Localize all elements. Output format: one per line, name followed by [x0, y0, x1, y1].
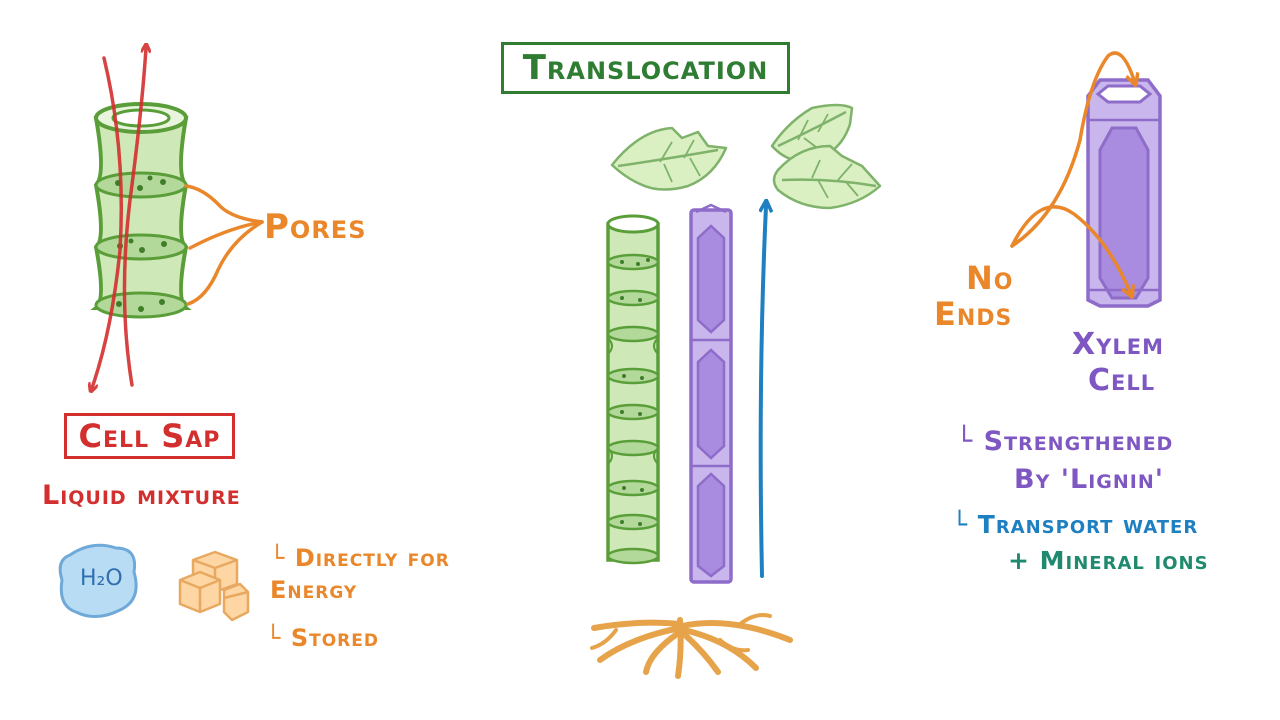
no-ends-pointer-arrows	[1010, 51, 1134, 292]
sugar-use-text: Stored	[290, 624, 379, 652]
sap-flow-arrows	[92, 48, 146, 388]
title-box: Translocation	[501, 42, 790, 94]
xylem-fact-text: Transport water	[977, 510, 1199, 539]
xylem-tube-icon	[1086, 78, 1162, 308]
water-droplet-icon	[58, 543, 138, 618]
xylem-cell-label-line2: Cell	[1088, 363, 1156, 398]
page-title: Translocation	[522, 48, 769, 88]
liquid-mixture-label: Liquid mixture	[42, 480, 241, 511]
xylem-fact-lignin: By 'Lignin'	[1014, 464, 1165, 495]
phloem-tube-icon	[606, 214, 660, 565]
cell-sap-label: Cell Sap	[78, 417, 221, 455]
sugar-cubes-icon	[178, 550, 250, 622]
xylem-tube-icon	[689, 203, 733, 584]
xylem-fact-text: Strengthened	[983, 426, 1174, 457]
sugar-use-energy-line1: └ Directly for	[270, 544, 450, 572]
xylem-fact-transport: └ Transport water	[952, 510, 1199, 539]
xylem-cell-label-line1: Xylem	[1072, 327, 1164, 362]
xylem-fact-minerals: + Mineral ions	[1008, 546, 1209, 575]
water-label: H₂O	[80, 566, 123, 591]
pores-pointer-lines	[184, 184, 264, 306]
leaf-icon	[770, 103, 882, 210]
no-ends-label-line1: No	[966, 259, 1014, 297]
cell-sap-box: Cell Sap	[64, 413, 235, 459]
no-ends-label-line2: Ends	[934, 295, 1013, 333]
arrow-icon	[758, 206, 766, 578]
sugar-use-text: Directly for	[294, 544, 450, 572]
pores-label: Pores	[264, 207, 367, 247]
root-icon	[590, 613, 793, 679]
sugar-use-stored: └ Stored	[266, 624, 379, 652]
leaf-icon	[610, 126, 728, 191]
sugar-use-energy-line2: Energy	[270, 576, 358, 604]
phloem-tube-icon	[90, 102, 192, 319]
xylem-fact-strengthened: └ Strengthened	[956, 426, 1174, 457]
